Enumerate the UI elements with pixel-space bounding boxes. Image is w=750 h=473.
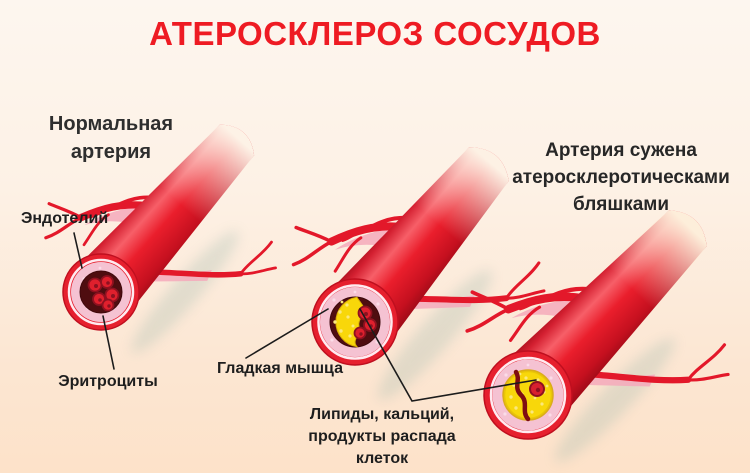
narrowed-artery-illustration <box>448 143 750 473</box>
erythrocytes-label: Эритроциты <box>58 373 158 390</box>
normal-artery-heading: Нормальная артерия <box>48 113 174 163</box>
plaque-texture <box>333 300 355 338</box>
artery-cross-section <box>62 253 140 331</box>
artery-cross-section <box>483 350 573 440</box>
plaque-contents-label: Липиды, кальций, продукты распада клеток <box>308 406 456 467</box>
plaque-artery-illustration <box>274 87 590 402</box>
artery-tube-fade <box>411 147 509 248</box>
erythrocytes <box>353 305 377 340</box>
endothelium-label: Эндотелий <box>21 210 109 227</box>
artery-tube-fade <box>156 124 255 226</box>
pointer-lines <box>73 232 537 402</box>
plaque-fissure <box>513 369 531 422</box>
endothelium-pointer-line <box>73 232 83 269</box>
smooth-muscle-label: Гладкая мышца <box>217 360 343 377</box>
artery-tube-fade <box>605 210 707 313</box>
normal-artery-illustration <box>28 67 328 368</box>
erythrocytes <box>87 275 120 312</box>
erythrocytes-pointer-line <box>102 315 115 370</box>
artery-cross-section <box>311 278 399 366</box>
erythrocyte <box>529 381 545 397</box>
plaque-contents-pointer-line <box>359 308 537 402</box>
smooth-muscle-pointer-line <box>245 308 329 359</box>
diagram-title: АТЕРОСКЛЕРОЗ СОСУДОВ <box>149 15 601 52</box>
narrowed-artery-heading: Артерия сужена атеросклеротическами бляш… <box>512 140 730 215</box>
